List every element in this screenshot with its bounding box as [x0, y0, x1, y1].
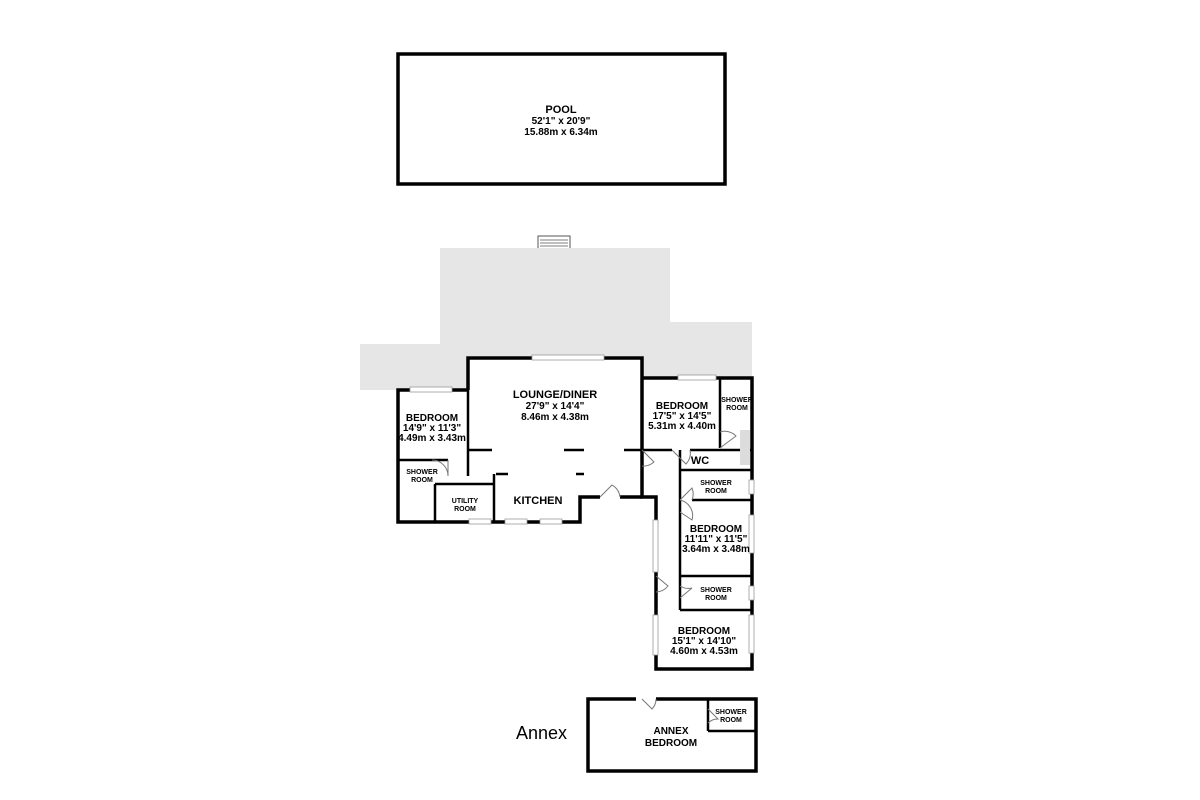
bedroom-ne-dim-imperial: 17'5" x 14'5": [653, 411, 712, 422]
annex-caption: Annex: [516, 723, 567, 743]
lounge-dim-imperial: 27'9" x 14'4": [526, 401, 585, 412]
lounge-dim-metric: 8.46m x 4.38m: [521, 412, 589, 423]
pool-label: POOL: [545, 104, 576, 116]
bedroom-mid-dim-metric: 3.64m x 3.48m: [682, 544, 750, 555]
pool-outline: [396, 52, 727, 186]
terrace-area: [360, 248, 752, 390]
bedroom-south-dim-imperial: 15'1" x 14'10": [672, 636, 737, 647]
bedroom-south-dim-metric: 4.60m x 4.53m: [670, 646, 738, 657]
pool-dim-metric: 15.88m x 6.34m: [524, 127, 597, 138]
utility-label-2: ROOM: [454, 506, 476, 513]
bedroom-west-dim-metric: 4.49m x 3.43m: [398, 433, 466, 444]
window-icons: [409, 354, 755, 656]
bedroom-ne-label: BEDROOM: [656, 401, 708, 412]
utility-label: UTILITY: [452, 498, 479, 505]
bedroom-mid-dim-imperial: 11'11" x 11'5": [685, 534, 748, 545]
shower-low-label: SHOWER: [700, 587, 732, 594]
shower-ne-label: SHOWER: [721, 397, 753, 404]
shower-west-label: SHOWER: [406, 469, 438, 476]
wc-label: WC: [691, 455, 709, 467]
shower-mid-label-2: ROOM: [705, 488, 727, 495]
shower-west-label-2: ROOM: [411, 477, 433, 484]
annex-shower-label-2: ROOM: [720, 717, 742, 724]
shower-mid-label: SHOWER: [700, 480, 732, 487]
bedroom-west-dim-imperial: 14'9" x 11'3": [403, 423, 461, 434]
east-wing-walls: [640, 376, 754, 671]
door-icons: [431, 430, 737, 599]
bedroom-west-label: BEDROOM: [406, 413, 458, 424]
pool-dim-imperial: 52'1" x 20'9": [532, 116, 591, 127]
annex-walls: [586, 697, 758, 773]
bedroom-mid-label: BEDROOM: [690, 524, 742, 535]
shower-low-label-2: ROOM: [705, 595, 727, 602]
annex-bedroom-label-2: BEDROOM: [645, 738, 697, 749]
bedroom-ne-dim-metric: 5.31m x 4.40m: [648, 421, 716, 432]
bedroom-south-label: BEDROOM: [678, 626, 730, 637]
annex-bedroom-label: ANNEX: [653, 726, 688, 737]
kitchen-label: KITCHEN: [514, 495, 563, 507]
annex-shower-label: SHOWER: [715, 709, 747, 716]
steps-icon: [537, 235, 571, 251]
shower-ne-label-2: ROOM: [726, 405, 748, 412]
lounge-label: LOUNGE/DINER: [513, 389, 597, 401]
